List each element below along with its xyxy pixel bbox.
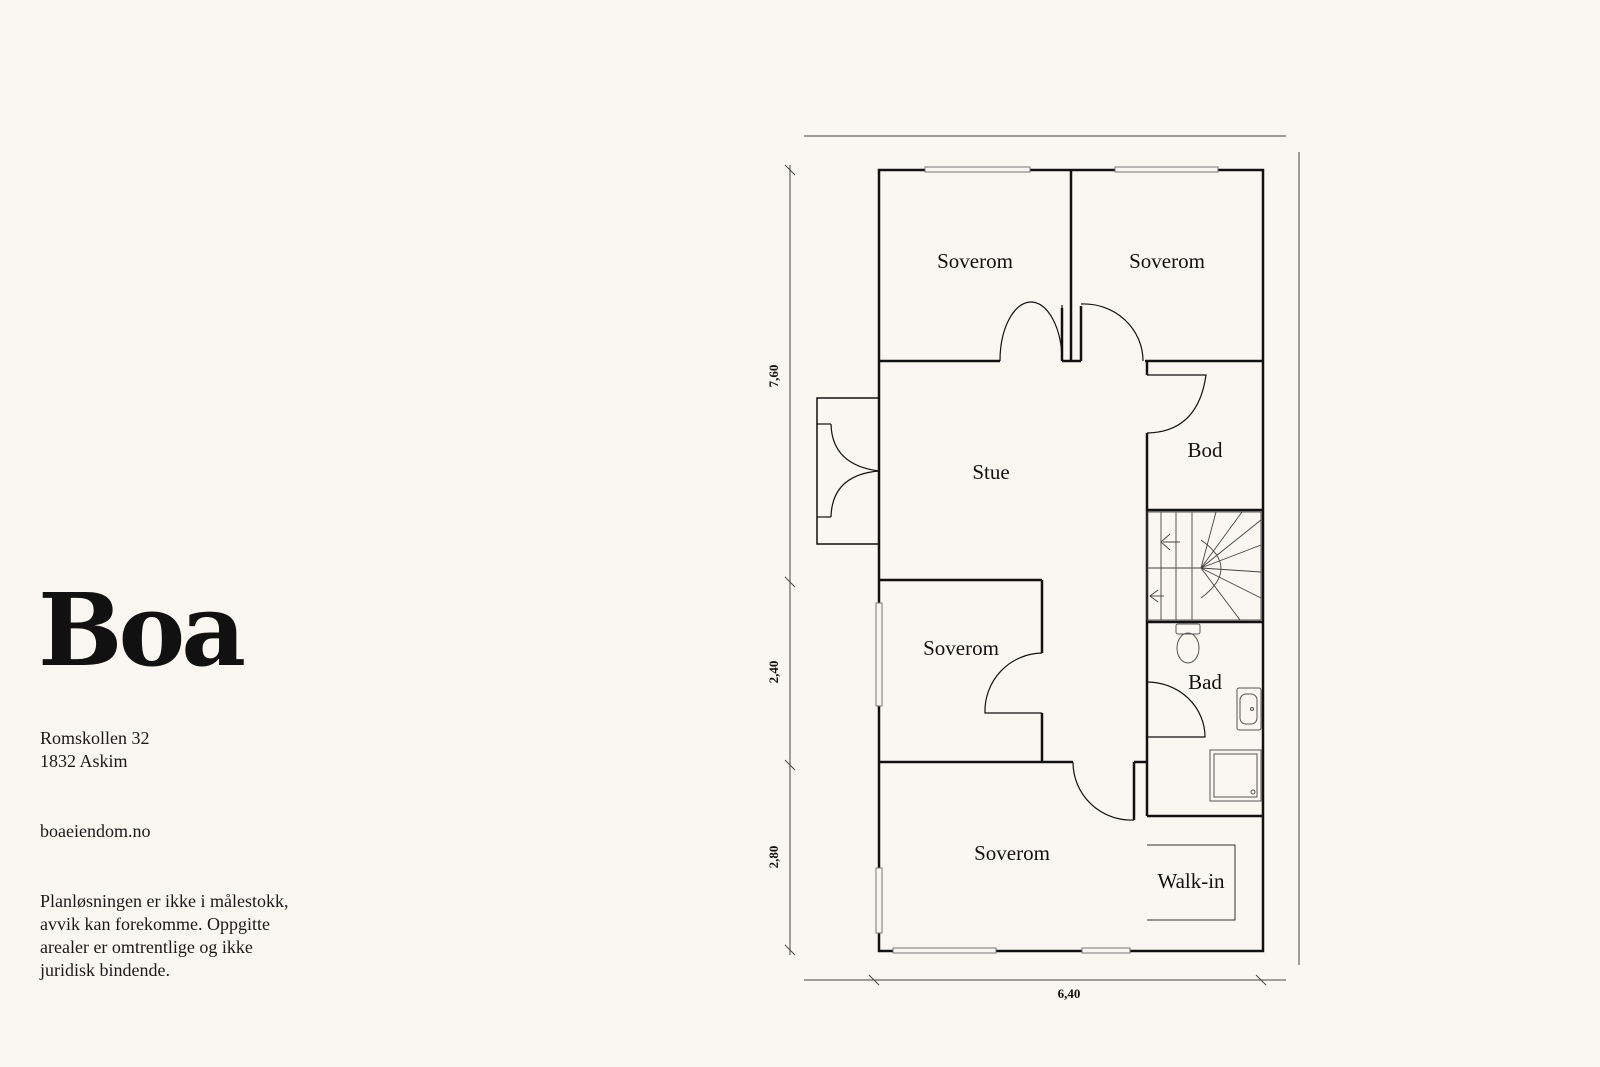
disclaimer-line: arealer er omtrentlige og ikke (40, 937, 253, 957)
room-label-walk-in: Walk-in (1157, 869, 1225, 893)
address-city: 1832 Askim (40, 751, 128, 771)
dimension-label-left-top: 7,60 (766, 365, 781, 388)
website-text: boaeiendom.no (40, 821, 151, 841)
brand-logo: Boa (38, 571, 246, 689)
bathroom-fixtures (1175, 623, 1262, 802)
windows (875, 166, 1219, 954)
disclaimer-line: Planløsningen er ikke i målestokk, (40, 891, 289, 911)
disclaimer-line: juridisk bindende. (40, 960, 170, 980)
room-label-living: Stue (972, 460, 1009, 484)
address-street: Romskollen 32 (40, 728, 150, 748)
dimension-label-left-middle: 2,40 (766, 661, 781, 684)
room-label-bedroom-middle: Soverom (923, 636, 999, 660)
room-label-storage: Bod (1187, 438, 1223, 462)
walk-in-shelf (1147, 844, 1236, 921)
dimension-label-left-bottom: 2,80 (766, 846, 781, 869)
room-label-bedroom-top-left: Soverom (937, 249, 1013, 273)
door-swings (817, 301, 1207, 821)
website-link[interactable]: boaeiendom.no (40, 820, 150, 843)
dimension-lines (784, 135, 1300, 986)
disclaimer: Planløsningen er ikke i målestokk, avvik… (40, 890, 350, 982)
room-label-bathroom: Bad (1188, 670, 1222, 694)
address-block: Romskollen 32 1832 Askim (40, 727, 150, 773)
room-label-bedroom-bottom: Soverom (974, 841, 1050, 865)
staircase (1146, 511, 1262, 621)
room-label-bedroom-top-right: Soverom (1129, 249, 1205, 273)
walls (816, 168, 1265, 953)
dimension-label-bottom: 6,40 (1058, 986, 1081, 1001)
disclaimer-line: avvik kan forekomme. Oppgitte (40, 914, 270, 934)
